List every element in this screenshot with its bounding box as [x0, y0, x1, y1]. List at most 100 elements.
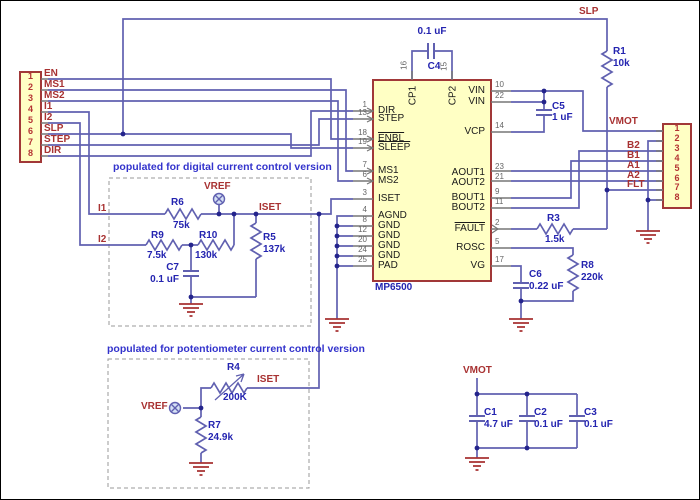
- ic-pin-name-cp2: CP2: [447, 85, 459, 106]
- ic-pin-num-vin22: 22: [495, 91, 504, 100]
- net-label-dir: DIR: [44, 145, 62, 156]
- c3-ref-label: C3: [584, 407, 597, 418]
- ic-pin-num-bout2: 11: [495, 197, 504, 206]
- r1-value-label: 10k: [613, 58, 630, 69]
- ic-pin-name-vcp: VCP: [464, 126, 485, 137]
- net-label-slp: SLP: [44, 123, 64, 134]
- right-header-pin-6: 6: [674, 173, 680, 183]
- net-label-vref-pot: VREF: [141, 401, 168, 412]
- capacitor-c3: [569, 415, 585, 422]
- right-header-pin-2: 2: [674, 133, 680, 143]
- net-label-i1-box: I1: [98, 203, 107, 214]
- dashed-boxes: [107, 177, 312, 489]
- net-label-flt: FLT: [627, 179, 645, 190]
- c5-value-label: 1 uF: [552, 112, 573, 123]
- ic-pin-num-bout1: 9: [495, 187, 500, 196]
- right-header-pin-1: 1: [674, 123, 680, 133]
- ic-pin-num-vin10: 10: [495, 80, 504, 89]
- component-bodies: [19, 71, 692, 282]
- ic-name-label: MP6500: [375, 282, 413, 293]
- r3-ref-label: R3: [547, 213, 560, 224]
- digital-version-box: [108, 177, 312, 327]
- pin-stubs: [41, 71, 663, 267]
- vref-testpoints: [168, 192, 226, 415]
- digital-box-title: populated for digital current control ve…: [113, 161, 332, 173]
- net-label-ms1: MS1: [44, 79, 65, 90]
- r5-ref-label: R5: [263, 232, 276, 243]
- c1-value-label: 4.7 uF: [484, 419, 513, 430]
- c2-ref-label: C2: [534, 407, 547, 418]
- resistor-r3: [536, 222, 574, 236]
- capacitor-c6: [513, 282, 529, 289]
- ic-pin-num-vcp: 14: [495, 121, 504, 130]
- ground-c6: [509, 318, 533, 332]
- ic-pin-num-ms1: 7: [362, 160, 367, 169]
- input-chevron-icons: [366, 107, 500, 234]
- ic-pin-num-enbl: 18: [358, 128, 367, 137]
- ground-ic: [325, 318, 349, 332]
- ground-bottom-caps: [465, 457, 489, 471]
- ic-pin-name-pad: PAD: [378, 260, 398, 271]
- left-header-body: [19, 71, 42, 163]
- c5-ref-label: C5: [552, 101, 565, 112]
- left-header-pin-3: 3: [27, 93, 33, 103]
- resistor-symbols: [145, 50, 614, 454]
- net-label-i2: I2: [44, 112, 53, 123]
- ic-pin-name-gnd24: GND: [378, 250, 401, 261]
- c7-value-label: 0.1 uF: [150, 274, 179, 285]
- ic-pin-name-rosc: ROSC: [456, 242, 485, 253]
- r4-value-label: 200K: [223, 392, 247, 403]
- ic-pin-name-ms2: MS2: [378, 175, 399, 186]
- capacitor-c4: [427, 43, 435, 59]
- potentiometer-version-box: [107, 358, 310, 489]
- left-header-pin-7: 7: [27, 137, 33, 147]
- ic-pin-name-agnd: AGND: [378, 210, 407, 221]
- capacitor-symbols: [183, 43, 585, 422]
- left-header-pin-6: 6: [27, 126, 33, 136]
- net-label-b2: B2: [627, 140, 640, 151]
- ic-pin-name-gnd12: GND: [378, 230, 401, 241]
- c6-ref-label: C6: [529, 269, 542, 280]
- ic-pin-num-aout1: 23: [495, 162, 504, 171]
- c6-value-label: 0.22 uF: [529, 281, 564, 292]
- resistor-r6: [164, 207, 202, 221]
- ic-pin-name-vin22: VIN: [468, 96, 485, 107]
- r7-ref-label: R7: [208, 420, 221, 431]
- c7-ref-label: C7: [166, 262, 179, 273]
- ic-pin-num-ms2: 6: [362, 170, 367, 179]
- resistor-r7: [194, 416, 208, 454]
- ground-symbols: [179, 230, 660, 476]
- left-header-pin-5: 5: [27, 115, 33, 125]
- net-label-vmot-caps: VMOT: [463, 365, 492, 376]
- wires: [48, 18, 663, 463]
- ic-pin-num-agnd: 4: [362, 205, 367, 214]
- net-label-i2-box: I2: [98, 234, 107, 245]
- resistor-r8: [566, 254, 580, 292]
- ic-pin-num-aout2: 21: [495, 172, 504, 181]
- ic-pin-name-ms1: MS1: [378, 165, 399, 176]
- ic-pin-name-enbl: ENBL: [378, 133, 405, 144]
- net-label-ms2: MS2: [44, 90, 65, 101]
- ic-pin-num-iset: 3: [362, 188, 367, 197]
- ic-pin-num-step: 13: [358, 108, 367, 117]
- r8-ref-label: R8: [581, 260, 594, 271]
- ic-pin-num-fault: 2: [495, 218, 500, 227]
- capacitor-c1: [469, 415, 485, 422]
- net-label-iset-digital: ISET: [259, 202, 282, 213]
- c2-value-label: 0.1 uF: [534, 419, 563, 430]
- ic-pin-name-bout2: BOUT2: [451, 202, 485, 213]
- net-label-b1: B1: [627, 150, 640, 161]
- ic-pin-name-bout1: BOUT1: [451, 192, 485, 203]
- ic-pin-name-step: STEP: [378, 113, 405, 124]
- r3-value-label: 1.5k: [545, 234, 565, 245]
- ic-pin-name-vg: VG: [470, 260, 485, 271]
- right-header-pin-4: 4: [674, 153, 680, 163]
- right-header-pin-3: 3: [674, 143, 680, 153]
- r9-ref-label: R9: [151, 230, 164, 241]
- r6-ref-label: R6: [171, 197, 184, 208]
- net-label-step: STEP: [44, 134, 71, 145]
- ic-pin-name-aout2: AOUT2: [451, 177, 485, 188]
- right-header-pin-7: 7: [674, 182, 680, 192]
